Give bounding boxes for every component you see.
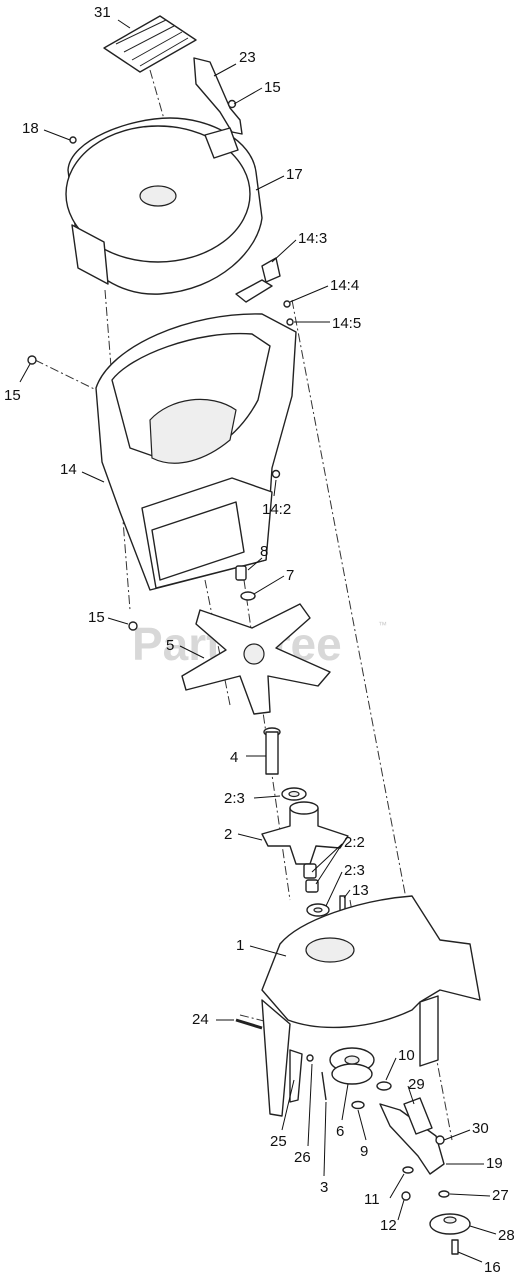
callout-14-3: 14:3	[298, 230, 327, 247]
callout-13: 13	[352, 882, 369, 899]
callout-5: 5	[166, 637, 174, 654]
mounting-plate-1	[261, 895, 481, 1117]
arm-25-26-3	[289, 1049, 327, 1103]
callout-15-lower: 15	[88, 609, 105, 626]
callout-3: 3	[320, 1179, 328, 1196]
decal-31	[103, 15, 197, 73]
callout-7: 7	[286, 567, 294, 584]
callouts: 31 23 15 18 17 14:3 14:4 14:5 15 14 14:2…	[4, 4, 515, 1276]
callout-19: 19	[486, 1155, 503, 1172]
callout-28: 28	[498, 1227, 515, 1244]
callout-12: 12	[380, 1217, 397, 1234]
lower-hardware	[401, 1166, 471, 1255]
callout-31: 31	[94, 4, 111, 21]
callout-4: 4	[230, 749, 238, 766]
callout-16: 16	[484, 1259, 501, 1276]
callout-10: 10	[398, 1047, 415, 1064]
callout-14-5: 14:5	[332, 315, 361, 332]
callout-14-2: 14:2	[262, 501, 291, 518]
callout-2-3-bottom: 2:3	[344, 862, 365, 879]
callout-8: 8	[260, 543, 268, 560]
callout-24: 24	[192, 1011, 209, 1028]
pulley-6-nut-9	[329, 1047, 375, 1110]
callout-14: 14	[60, 461, 77, 478]
watermark-trademark: ™	[378, 620, 387, 630]
callout-26: 26	[294, 1149, 311, 1166]
deflector-23	[193, 57, 243, 135]
callout-2: 2	[224, 826, 232, 843]
callout-11: 11	[364, 1191, 380, 1208]
callout-15-left: 15	[4, 387, 21, 404]
bolt-24	[235, 1018, 263, 1030]
callout-2-3-top: 2:3	[224, 790, 245, 807]
callout-27: 27	[492, 1187, 509, 1204]
callout-25: 25	[270, 1133, 287, 1150]
lower-housing-14	[95, 313, 297, 591]
callout-6: 6	[336, 1123, 344, 1140]
spacers-2-2	[303, 863, 330, 917]
impeller-5	[181, 603, 331, 715]
bolt-8-washer-7	[235, 565, 256, 601]
callout-9: 9	[360, 1143, 368, 1160]
callout-14-4: 14:4	[330, 277, 359, 294]
callout-2-2: 2:2	[344, 834, 365, 851]
idler-10-29-30	[376, 1081, 445, 1175]
callout-18: 18	[22, 120, 39, 137]
callout-30: 30	[472, 1120, 489, 1137]
callout-23: 23	[239, 49, 256, 66]
upper-housing-17	[65, 117, 263, 295]
spindle-housing-2	[261, 801, 349, 865]
leader-lines	[19, 19, 497, 1263]
callout-17: 17	[286, 166, 303, 183]
callout-29: 29	[408, 1076, 425, 1093]
callout-1: 1	[236, 937, 244, 954]
shaft-4	[263, 727, 281, 775]
callout-15-top: 15	[264, 79, 281, 96]
latch-hardware	[235, 257, 294, 326]
bearing-2-3-top	[281, 787, 307, 801]
